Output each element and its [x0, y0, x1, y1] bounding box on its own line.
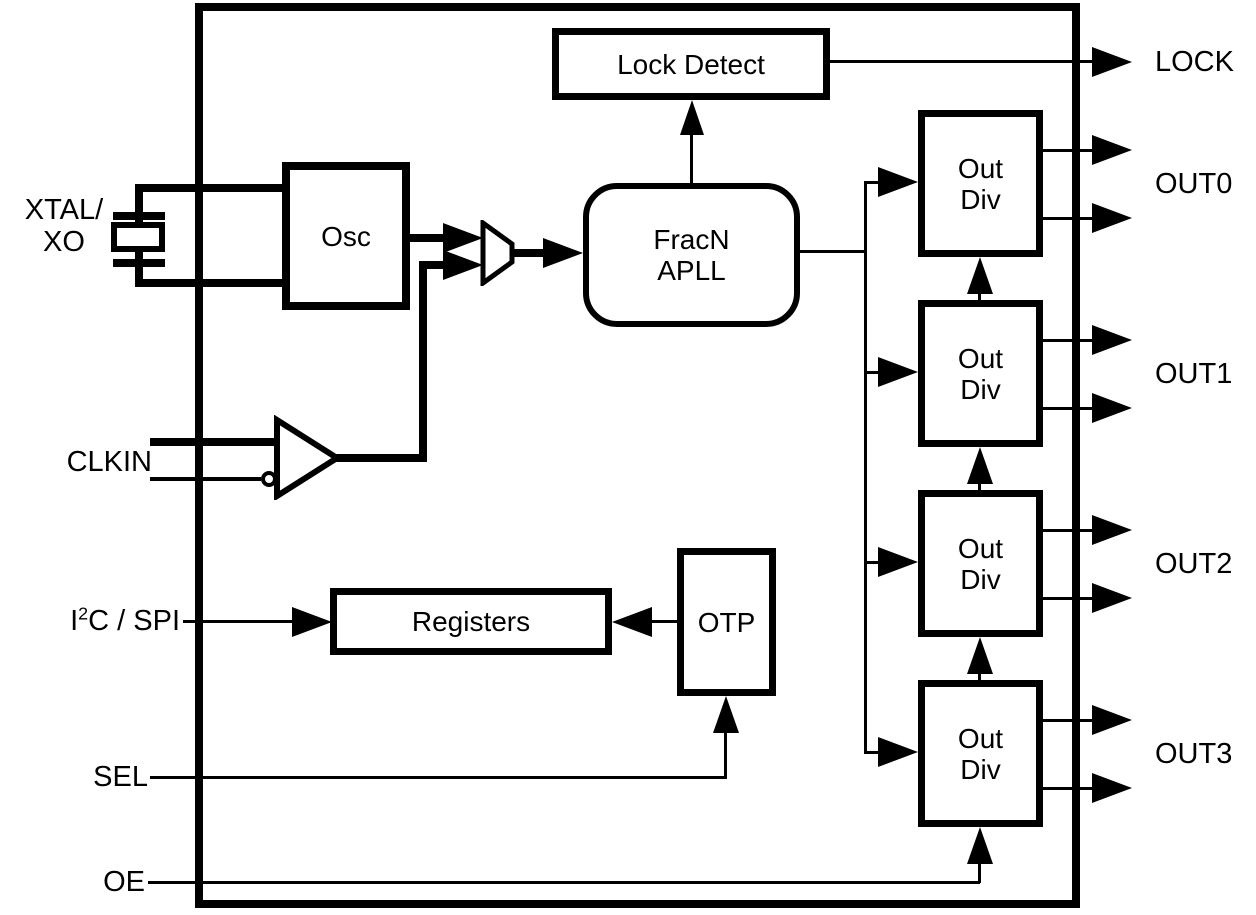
- wire-osc-out: [404, 234, 443, 242]
- out-div-block-2: Out Div: [918, 490, 1043, 637]
- input-mux-icon: [480, 220, 515, 286]
- wire-out3b: [1043, 787, 1094, 790]
- chip-outline: [195, 3, 1080, 908]
- wire-sel-horizontal: [150, 776, 727, 779]
- registers-label: Registers: [411, 606, 531, 637]
- arrow-buffer-to-mux-icon: [443, 250, 483, 280]
- wire-out2a: [1043, 529, 1094, 532]
- arrow-i2c-to-registers-icon: [292, 607, 332, 637]
- wire-i2c: [183, 620, 294, 623]
- out-div-block-0: Out Div: [918, 110, 1043, 257]
- pin-label-i2c-spi: I2C / SPI: [70, 603, 180, 637]
- arrow-apll-to-lockdetect-icon: [680, 100, 704, 135]
- fracn-apll-block: FracN APLL: [583, 183, 800, 327]
- out-div-1-label: Out Div: [957, 342, 1004, 405]
- arrow-sel-to-otp-icon: [713, 696, 739, 733]
- wire-apll-to-lockdetect: [690, 133, 693, 185]
- wire-xtal-rail-bottom: [135, 279, 282, 287]
- wire-buffer-up-vertical: [419, 261, 427, 462]
- arrow-out2b-icon: [1092, 583, 1132, 613]
- wire-distribution-vertical: [864, 181, 867, 753]
- wire-out0a: [1043, 149, 1094, 152]
- wire-oe-vertical: [978, 860, 981, 883]
- pin-label-clkin: CLKIN: [66, 446, 152, 478]
- wire-buffer-up-horizontal: [419, 261, 445, 269]
- crystal-plate-bottom: [113, 259, 165, 267]
- crystal-plate-top: [113, 212, 165, 220]
- wire-out3a: [1043, 719, 1094, 722]
- arrow-cascade-3-icon: [967, 637, 993, 674]
- wire-otp-to-registers: [648, 620, 679, 623]
- wire-out2b: [1043, 597, 1094, 600]
- wire-cascade-1: [978, 292, 981, 302]
- pin-label-oe: OE: [103, 866, 145, 898]
- arrow-otp-to-registers-icon: [612, 607, 652, 637]
- lock-detect-label: Lock Detect: [617, 48, 765, 80]
- pin-label-out0: OUT0: [1155, 168, 1233, 200]
- arrow-oe-to-outdiv3-icon: [967, 827, 993, 864]
- wire-branch-out1: [864, 371, 882, 374]
- pin-label-out3: OUT3: [1155, 738, 1233, 770]
- arrow-out0a-icon: [1092, 135, 1132, 165]
- clkin-invert-bubble-icon: [261, 471, 277, 487]
- wire-branch-out2: [864, 561, 882, 564]
- wire-clkin-pos: [150, 438, 280, 446]
- arrow-out2a-icon: [1092, 515, 1132, 545]
- arrow-cascade-2-icon: [967, 447, 993, 484]
- out-div-3-label: Out Div: [957, 722, 1004, 785]
- wire-out0b: [1043, 217, 1094, 220]
- wire-apll-out: [798, 250, 866, 253]
- wire-xtal-rail-top: [135, 184, 282, 192]
- wire-mux-out: [508, 249, 547, 257]
- arrow-into-outdiv0-icon: [878, 167, 918, 197]
- out-div-2-label: Out Div: [957, 532, 1004, 595]
- arrow-osc-to-mux-icon: [443, 223, 483, 253]
- otp-block: OTP: [677, 548, 776, 696]
- arrow-out3a-icon: [1092, 705, 1132, 735]
- out-div-block-3: Out Div: [918, 680, 1043, 827]
- pin-label-xtal-xo: XTAL/ XO: [24, 194, 104, 258]
- wire-branch-out3: [864, 751, 882, 754]
- arrow-lock-output-icon: [1092, 47, 1132, 77]
- osc-label: Osc: [321, 220, 371, 252]
- arrow-mux-to-apll-icon: [543, 238, 583, 268]
- wire-cascade-3: [978, 672, 981, 682]
- wire-out1a: [1043, 339, 1094, 342]
- pin-label-sel: SEL: [93, 761, 148, 793]
- otp-label: OTP: [697, 606, 756, 638]
- wire-branch-out0: [864, 181, 882, 184]
- wire-sel-vertical: [724, 729, 727, 778]
- wire-lockdetect-to-lock: [830, 60, 1094, 63]
- out-div-0-label: Out Div: [957, 152, 1004, 215]
- arrow-out1b-icon: [1092, 393, 1132, 423]
- pin-label-out2: OUT2: [1155, 548, 1233, 580]
- out-div-block-1: Out Div: [918, 300, 1043, 447]
- arrow-out0b-icon: [1092, 203, 1132, 233]
- wire-out1b: [1043, 407, 1094, 410]
- osc-block: Osc: [282, 162, 410, 310]
- lock-detect-block: Lock Detect: [552, 28, 830, 100]
- pin-label-lock: LOCK: [1155, 46, 1234, 78]
- clkin-buffer-icon: [274, 415, 340, 500]
- crystal-body-icon: [111, 222, 165, 252]
- registers-block: Registers: [330, 588, 612, 655]
- arrow-out3b-icon: [1092, 773, 1132, 803]
- arrow-cascade-1-icon: [967, 257, 993, 294]
- wire-clkin-neg: [150, 477, 261, 481]
- wire-buffer-out: [335, 454, 427, 462]
- arrow-into-outdiv3-icon: [878, 737, 918, 767]
- arrow-into-outdiv2-icon: [878, 547, 918, 577]
- wire-oe-horizontal: [148, 881, 980, 884]
- wire-cascade-2: [978, 482, 981, 492]
- pin-label-out1: OUT1: [1155, 358, 1233, 390]
- arrow-into-outdiv1-icon: [878, 357, 918, 387]
- arrow-out1a-icon: [1092, 325, 1132, 355]
- fracn-apll-label: FracN APLL: [653, 224, 730, 286]
